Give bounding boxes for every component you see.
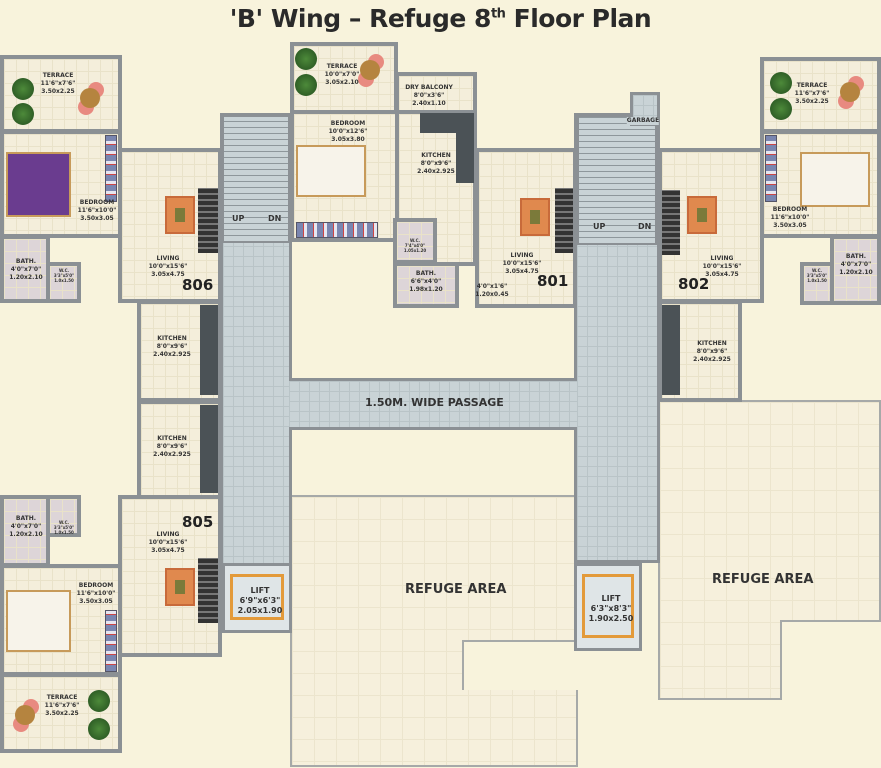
right-stair-dn: DN [638,222,652,231]
refuge-area-left [290,495,578,767]
flat-802-bath [830,235,881,305]
refuge-area-right-label: REFUGE AREA [712,572,814,587]
flat-801-wc-label: W.C.7'4"x4'0"1.05x1.20 [403,238,427,253]
refuge-area-left-label: REFUGE AREA [405,582,507,597]
flat-806-wc-label: W.C.3'3"x5'0"1.0x1.50 [53,268,75,283]
flat-806-wc [46,262,81,303]
flat-801-niche-label: 4'0"x1'6"1.20x0.45 [475,283,509,298]
flat-806-bath-label: BATH.4'0"x7'0"1.20x2.10 [9,258,43,281]
flat-805-wc [46,495,81,537]
left-staircase [222,115,290,243]
right-stair-up: UP [593,222,606,231]
flat-802-wc-label: W.C.3'3"x5'0"1.0x1.50 [806,268,828,283]
garbage-label: GARBAGE [626,117,660,125]
left-stair-up: UP [232,214,245,223]
flat-805-number: 805 [182,513,214,531]
passage-label: 1.50M. WIDE PASSAGE [365,396,504,409]
refuge-area-right [658,400,881,700]
left-stair-dn: DN [268,214,282,223]
flat-806-number: 806 [182,276,214,294]
flat-801-number: 801 [537,272,569,290]
flat-801-bath-label: BATH.6'6"x4'0"1.98x1.20 [409,270,443,293]
refuge-area-right-step [780,620,881,700]
flat-801-wc [393,218,437,264]
flat-805-wc-label: W.C.3'3"x5'0"1.0x1.50 [53,520,75,535]
refuge-area-left-notch [462,640,578,690]
flat-801-bath [393,262,459,308]
passage [289,378,577,430]
page-title: 'B' Wing – Refuge 8th Floor Plan [229,4,652,33]
flat-802-bath-label: BATH.4'0"x7'0"1.20x2.10 [839,253,873,276]
flat-802-wc [800,262,834,305]
flat-805-bath-label: BATH.4'0"x7'0"1.20x2.10 [9,515,43,538]
flat-802-number: 802 [678,275,710,293]
